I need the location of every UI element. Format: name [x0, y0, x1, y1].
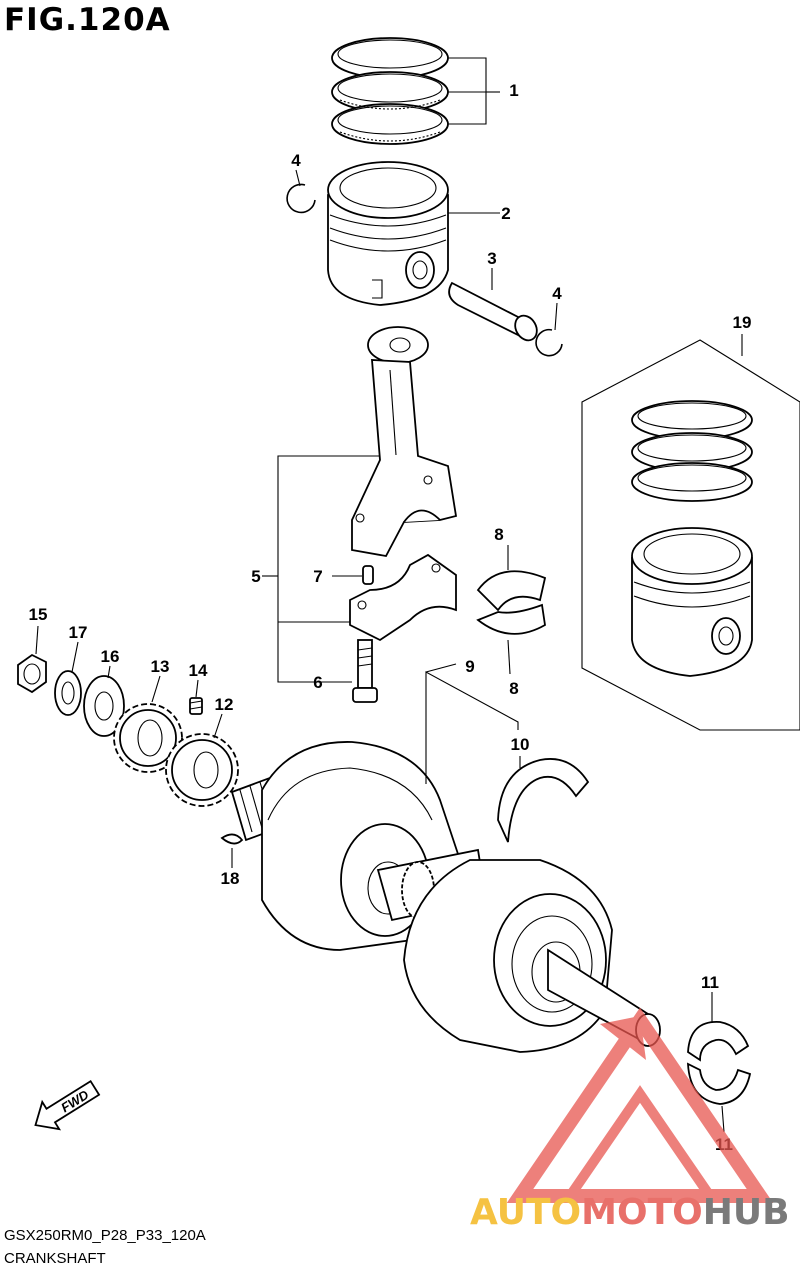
callout-18: 18: [221, 869, 240, 888]
primary-drive-gear-part: [113, 703, 183, 773]
watermark-hub: HUB: [703, 1192, 790, 1233]
automotohub-logo: [506, 1007, 774, 1203]
circlip-part-lower: [535, 328, 563, 357]
callout-2: 1: [509, 81, 518, 100]
callout-10: 10: [511, 735, 530, 754]
nut-part: [17, 653, 47, 694]
piston-set-part: [581, 339, 800, 731]
key-spring-part: [189, 697, 203, 715]
callout-5: 5: [251, 567, 260, 586]
thrust-washer-part: [497, 758, 590, 843]
figure-code: GSX250RM0_P28_P33_120A: [4, 1227, 206, 1244]
callout-3: 3: [487, 249, 496, 268]
callout-13: 13: [151, 657, 170, 676]
callout-7: 7: [313, 567, 322, 586]
piston-part: [327, 161, 449, 306]
watermark-moto: MOTO: [581, 1192, 703, 1233]
callout-14: 14: [189, 661, 208, 680]
main-bearing-part: [687, 1021, 752, 1105]
woodruff-key-part: [220, 833, 244, 845]
callout-16: 16: [101, 647, 120, 666]
callout-4-upper: 4: [291, 151, 301, 170]
callout-17: 17: [69, 623, 88, 642]
callout-8-upper: 8: [494, 525, 503, 544]
con-rod-bearing-part: [476, 570, 547, 635]
forward-direction-arrow: FWD: [34, 1079, 101, 1131]
washer-part: [83, 675, 125, 737]
lock-washer-part: [54, 670, 82, 716]
crankshaft-part: [230, 741, 661, 1053]
watermark-text: AUTOMOTOHUB: [470, 1192, 790, 1233]
balancer-drive-gear-part: [165, 733, 239, 807]
dowel-pin-part: [362, 565, 374, 585]
con-rod-bolt-part: [352, 639, 378, 703]
figure-name: CRANKSHAFT: [4, 1250, 106, 1267]
callout-15: 15: [29, 605, 48, 624]
connecting-rod-part: [351, 326, 458, 558]
callout-1: 2: [501, 204, 510, 223]
callout-6: 6: [313, 673, 322, 692]
callout-19: 19: [733, 313, 752, 332]
callout-8-lower: 8: [509, 679, 518, 698]
callout-11-upper: 11: [701, 973, 719, 992]
circlip-part-upper: [286, 183, 316, 214]
connecting-rod-cap-part: [349, 553, 457, 642]
callout-9: 9: [465, 657, 474, 676]
callout-4-lower: 4: [552, 284, 562, 303]
piston-pin-part: [448, 281, 538, 342]
piston-rings-part: [331, 37, 449, 145]
figure-title: FIG.120A: [4, 2, 171, 38]
watermark-auto: AUTO: [470, 1192, 581, 1233]
callout-12: 12: [215, 695, 234, 714]
